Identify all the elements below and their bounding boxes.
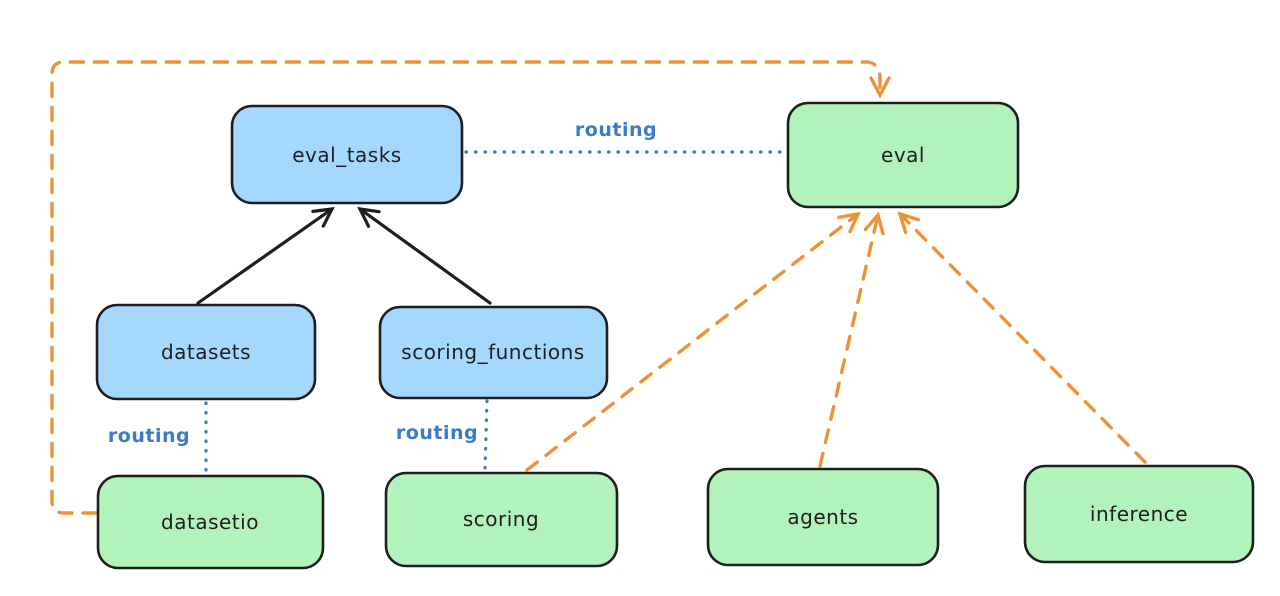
node-datasetio-label: datasetio <box>161 510 259 534</box>
node-scoring-box <box>384 471 619 568</box>
node-scoring-functions-box <box>378 305 609 400</box>
routing-label-eval-tasks-eval: routing <box>575 119 657 141</box>
node-inference-box <box>1023 464 1255 564</box>
node-eval-box <box>786 101 1020 209</box>
edge-scoring-functions-to-eval-tasks <box>357 206 492 305</box>
node-inference: inference <box>1023 464 1255 564</box>
node-inference-label: inference <box>1090 502 1188 526</box>
node-scoring: scoring <box>384 471 619 568</box>
edge-scoring-functions-to-scoring-dotted <box>483 399 489 471</box>
node-datasetio: datasetio <box>96 474 325 570</box>
node-scoring-label: scoring <box>463 507 539 531</box>
node-eval: eval <box>786 101 1020 209</box>
edge-agents-to-eval-dashed <box>818 211 885 468</box>
node-eval-tasks-label: eval_tasks <box>292 143 401 167</box>
edge-scoring-to-eval-dashed <box>525 211 861 472</box>
node-agents-box <box>706 467 940 567</box>
routing-label-datasets-datasetio: routing <box>108 425 190 447</box>
node-scoring-functions-label: scoring_functions <box>401 340 584 364</box>
node-eval-tasks: eval_tasks <box>230 104 464 205</box>
node-datasets-label: datasets <box>161 340 251 364</box>
node-eval-tasks-box <box>230 104 464 205</box>
node-datasets: datasets <box>95 303 317 401</box>
edge-inference-to-eval-dashed <box>897 211 1147 464</box>
node-scoring-functions: scoring_functions <box>378 305 609 400</box>
edge-datasetio-to-eval-dashed <box>50 60 891 515</box>
node-datasets-box <box>95 303 317 401</box>
node-eval-label: eval <box>881 143 925 167</box>
edge-datasets-to-eval-tasks <box>196 207 335 305</box>
node-agents-label: agents <box>787 505 858 529</box>
node-datasetio-box <box>96 474 325 570</box>
routing-label-scoring-functions-scoring: routing <box>396 422 478 444</box>
node-agents: agents <box>706 467 940 567</box>
